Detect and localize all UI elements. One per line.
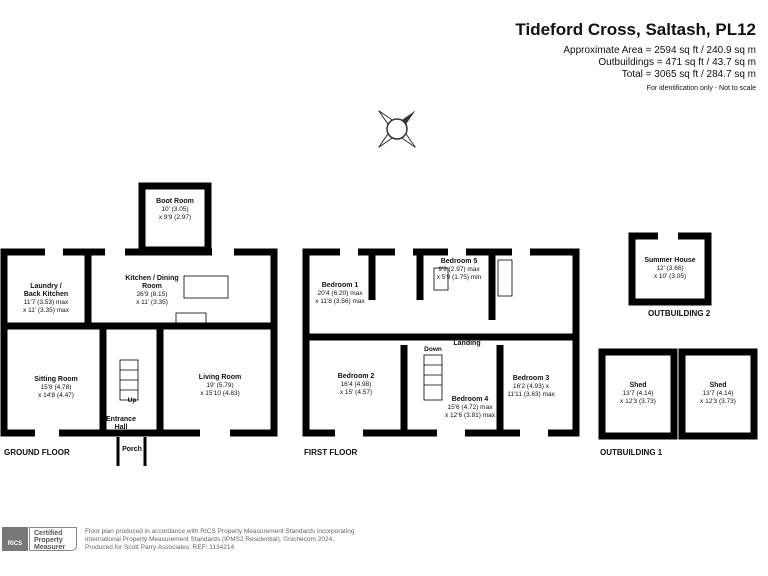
header: Tideford Cross, Saltash, PL12 Approximat…: [515, 20, 756, 92]
footer-text: Floor plan produced in accordance with R…: [85, 528, 355, 551]
outbuildings-area: Outbuildings = 471 sq ft / 43.7 sq m: [598, 57, 756, 68]
rics-logo: RICS: [2, 527, 28, 551]
outbuilding-1-label: OUTBUILDING 1: [600, 448, 663, 457]
shed-2-walls: [678, 348, 758, 440]
approx-area: Approximate Area = 2594 sq ft / 240.9 sq…: [563, 45, 756, 56]
compass-icon: [378, 110, 416, 148]
room-landing: Landing: [453, 340, 481, 347]
ground-floor-label: GROUND FLOOR: [4, 448, 70, 457]
outbuilding-2-label: OUTBUILDING 2: [648, 309, 711, 318]
stairs-down-label: Down: [424, 346, 442, 353]
stairs-up-label: Up: [127, 397, 137, 404]
shed-1-walls: [598, 348, 678, 440]
stairs: [119, 259, 513, 401]
certified-measurer-badge: Certified Property Measurer: [29, 527, 77, 551]
total-area: Total = 3065 sq ft / 284.7 sq m: [621, 69, 756, 80]
room-entrance-hall: Entrance Hall: [106, 416, 136, 431]
property-title: Tideford Cross, Saltash, PL12: [515, 20, 756, 39]
room-porch: Porch: [122, 446, 142, 453]
scale-note: For identification only - Not to scale: [646, 85, 756, 92]
first-floor-label: FIRST FLOOR: [304, 448, 358, 457]
ground-outer-walls: [0, 248, 278, 437]
